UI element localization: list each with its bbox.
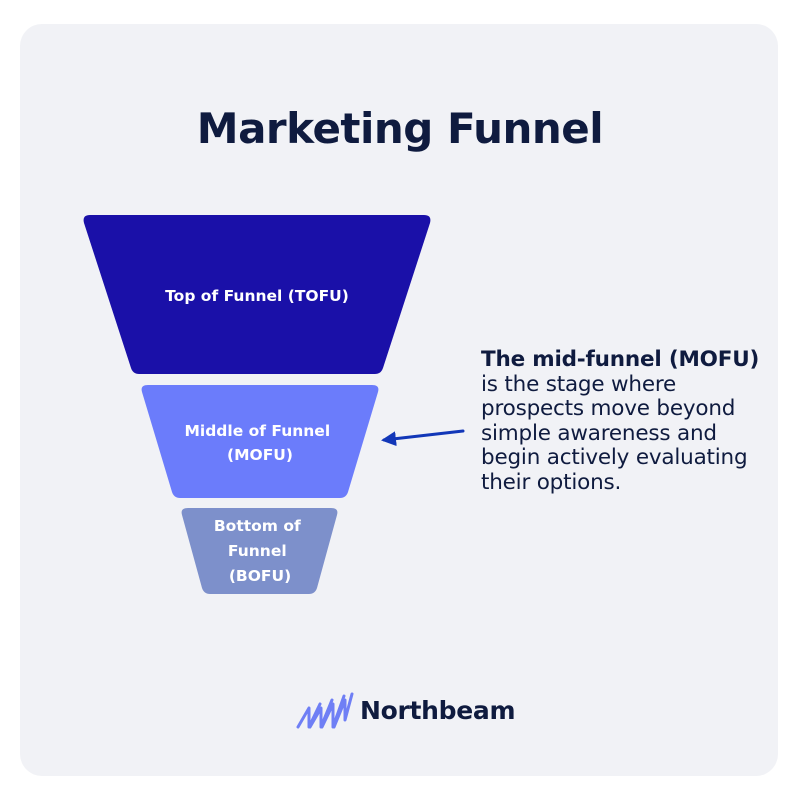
funnel-stage-mofu-line-2: (MOFU) (227, 446, 293, 464)
funnel-stage-bofu-line-2: Funnel (228, 542, 287, 560)
funnel-stage-bofu-label: Bottom of Funnel (BOFU) (214, 517, 306, 585)
funnel-stage-tofu: Top of Funnel (TOFU) (83, 215, 431, 374)
funnel-stage-bofu-line-1: Bottom of (214, 517, 301, 535)
funnel-stage-tofu-line-1: Top of Funnel (TOFU) (165, 287, 349, 305)
northbeam-logo-icon (296, 692, 354, 729)
funnel-stage-bofu-shape (181, 508, 338, 594)
funnel-stage-mofu-line-1: Middle of Funnel (184, 422, 330, 440)
funnel-stage-bofu-line-3: (BOFU) (229, 567, 291, 585)
funnel-stage-tofu-shape (83, 215, 431, 374)
callout-arrow (381, 429, 465, 447)
diagram-title: Marketing Funnel (196, 104, 604, 153)
callout-text: The mid-funnel (MOFU) is the stage where… (481, 347, 781, 495)
brand-name: Northbeam (360, 695, 516, 725)
brand-logo: Northbeam (296, 690, 516, 730)
callout-lead: The mid-funnel (MOFU) (481, 347, 760, 372)
callout-body: is the stage where prospects move beyond… (481, 371, 748, 495)
funnel-stage-mofu-label: Middle of Funnel (MOFU) (184, 422, 335, 464)
funnel-stage-bofu: Bottom of Funnel (BOFU) (181, 508, 338, 594)
funnel-stage-tofu-label: Top of Funnel (TOFU) (165, 287, 349, 305)
funnel-stage-mofu-shape (141, 385, 379, 498)
funnel-stage-mofu: Middle of Funnel (MOFU) (141, 385, 379, 498)
